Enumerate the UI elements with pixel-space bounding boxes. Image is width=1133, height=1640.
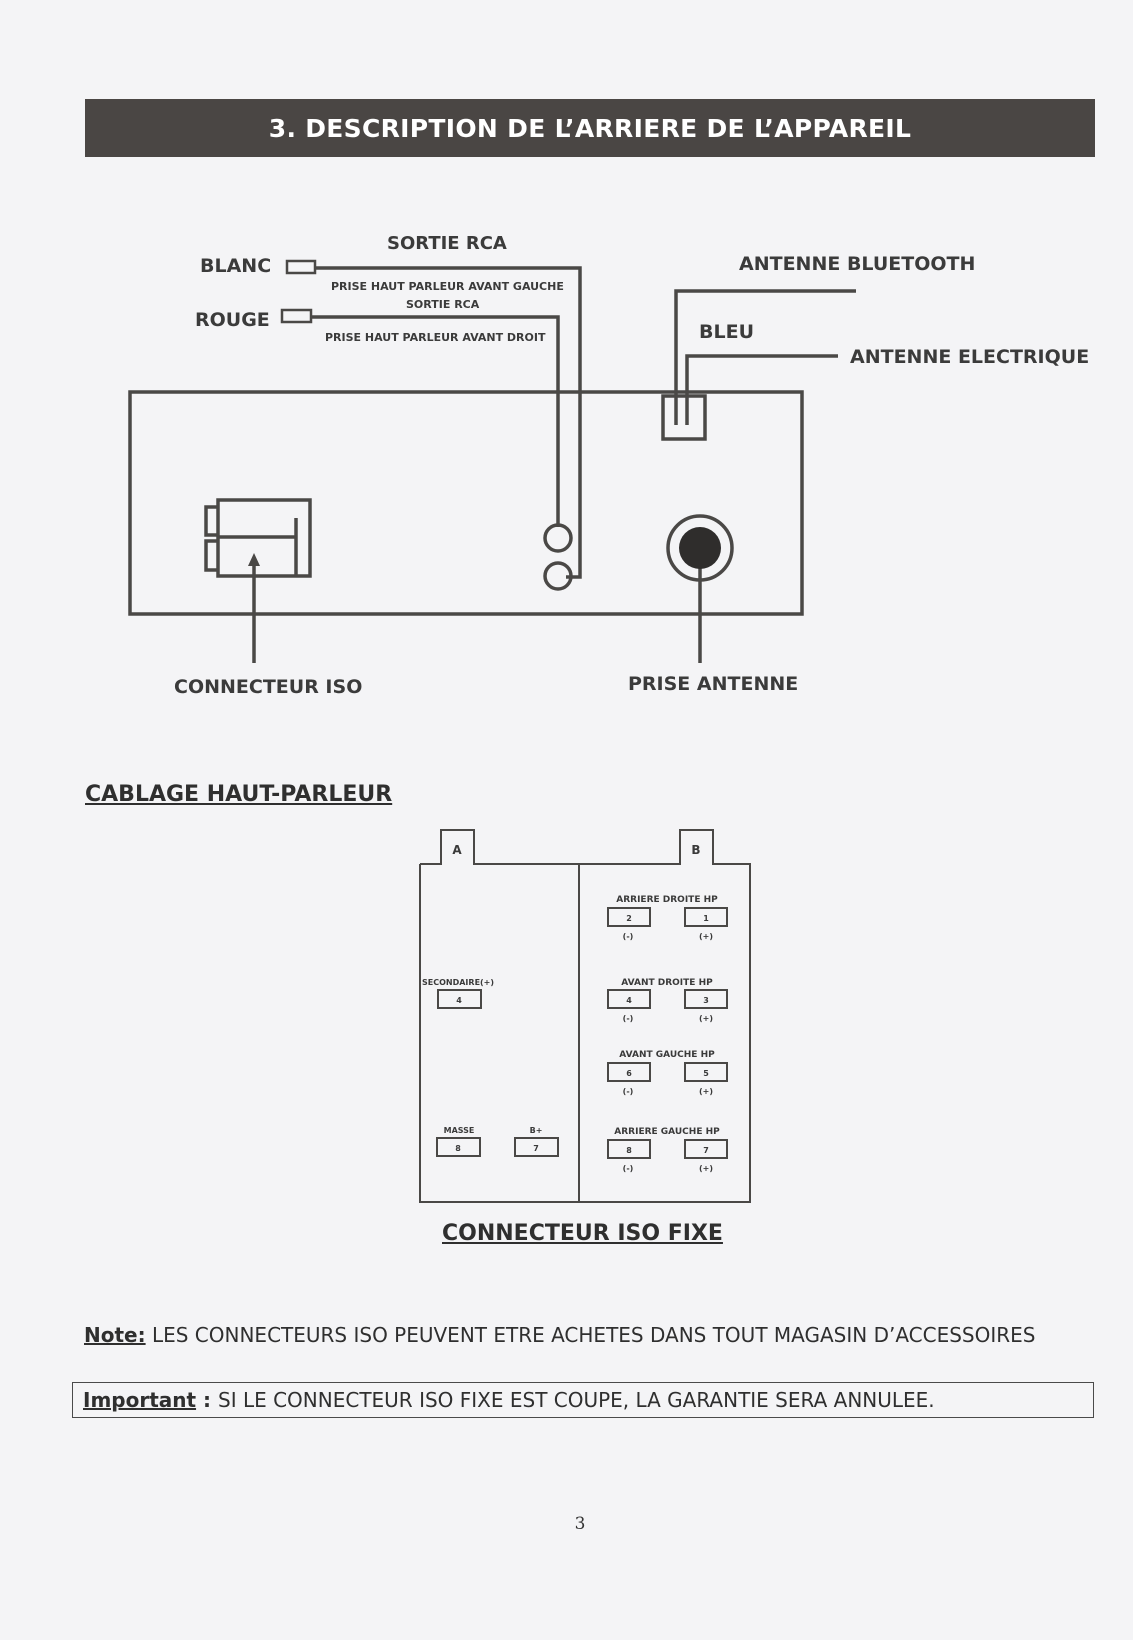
pin-secondaire: 4: [456, 996, 462, 1005]
wire-antenne-bluetooth: [674, 289, 856, 425]
label-rouge: ROUGE: [195, 309, 270, 331]
pin-b-3: 3: [703, 996, 709, 1005]
page-title: 3. DESCRIPTION DE L’ARRIERE DE L’APPAREI…: [268, 113, 912, 143]
note-label: Note:: [84, 1323, 146, 1347]
iso-connector-caption: CONNECTEUR ISO FIXE: [442, 1221, 723, 1246]
pin-b-1: 1: [703, 914, 709, 923]
pin-b-7: 7: [703, 1146, 709, 1155]
label-avant-gauche-hp: AVANT GAUCHE HP: [619, 1050, 715, 1060]
connector-a-label: A: [452, 843, 462, 857]
label-secondaire: SECONDAIRE(+): [422, 978, 494, 987]
label-bleu: BLEU: [699, 321, 754, 343]
pin-bplus: 7: [533, 1144, 539, 1153]
important-text: SI LE CONNECTEUR ISO FIXE EST COUPE, LA …: [218, 1388, 935, 1412]
label-prise-hp-avant-gauche: PRISE HAUT PARLEUR AVANT GAUCHE: [331, 280, 564, 293]
important-colon: :: [196, 1388, 218, 1412]
page-number: 3: [574, 1514, 586, 1534]
sign-plus: (+): [699, 1164, 713, 1173]
connector-b-label: B: [691, 843, 700, 857]
label-sortie-rca: SORTIE RCA: [387, 233, 507, 254]
label-antenne-electrique: ANTENNE ELECTRIQUE: [850, 346, 1090, 368]
rca-jack-lower: [543, 561, 573, 591]
pin-b-6: 6: [626, 1069, 632, 1078]
device-body: [128, 390, 804, 616]
pin-b-2: 2: [626, 914, 632, 923]
important-label: Important: [83, 1388, 197, 1412]
rca-jack-upper: [543, 523, 573, 553]
sign-minus: (-): [623, 1164, 634, 1173]
label-sortie-rca-small: SORTIE RCA: [406, 298, 480, 311]
sign-plus: (+): [699, 1014, 713, 1023]
note-line: Note: LES CONNECTEURS ISO PEUVENT ETRE A…: [84, 1323, 1035, 1347]
sign-minus: (-): [623, 1087, 634, 1096]
antenna-socket-core: [679, 527, 721, 569]
pin-b-4: 4: [626, 996, 632, 1005]
sign-plus: (+): [699, 932, 713, 941]
section-cablage-title: CABLAGE HAUT-PARLEUR: [85, 782, 393, 807]
pin-b-8: 8: [626, 1146, 632, 1155]
pin-masse: 8: [455, 1144, 461, 1153]
wire-antenne-electrique: [685, 354, 838, 425]
antenna-module: [661, 394, 707, 441]
label-avant-droite-hp: AVANT DROITE HP: [621, 978, 713, 988]
label-arriere-gauche-hp: ARRIERE GAUCHE HP: [614, 1127, 720, 1137]
label-prise-hp-avant-droit: PRISE HAUT PARLEUR AVANT DROIT: [325, 331, 546, 344]
label-blanc: BLANC: [200, 255, 272, 277]
section-title-bar: 3. DESCRIPTION DE L’ARRIERE DE L’APPAREI…: [85, 99, 1095, 157]
iso-outline: [419, 829, 751, 1203]
label-arriere-droite-hp: ARRIERE DROITE HP: [616, 895, 718, 905]
note-text: LES CONNECTEURS ISO PEUVENT ETRE ACHETES…: [145, 1323, 1036, 1347]
label-prise-antenne: PRISE ANTENNE: [628, 673, 799, 695]
label-masse: MASSE: [444, 1126, 475, 1135]
wire-white: [315, 266, 582, 579]
pin-b-5: 5: [703, 1069, 709, 1078]
wire-red: [311, 315, 560, 527]
label-antenne-bluetooth: ANTENNE BLUETOOTH: [739, 253, 976, 275]
label-connecteur-iso: CONNECTEUR ISO: [174, 676, 363, 698]
sign-plus: (+): [699, 1087, 713, 1096]
sign-minus: (-): [623, 932, 634, 941]
label-bplus: B+: [530, 1126, 543, 1135]
sign-minus: (-): [623, 1014, 634, 1023]
iso-connector-arrow: [248, 553, 260, 566]
important-box: Important : SI LE CONNECTEUR ISO FIXE ES…: [72, 1382, 1094, 1418]
